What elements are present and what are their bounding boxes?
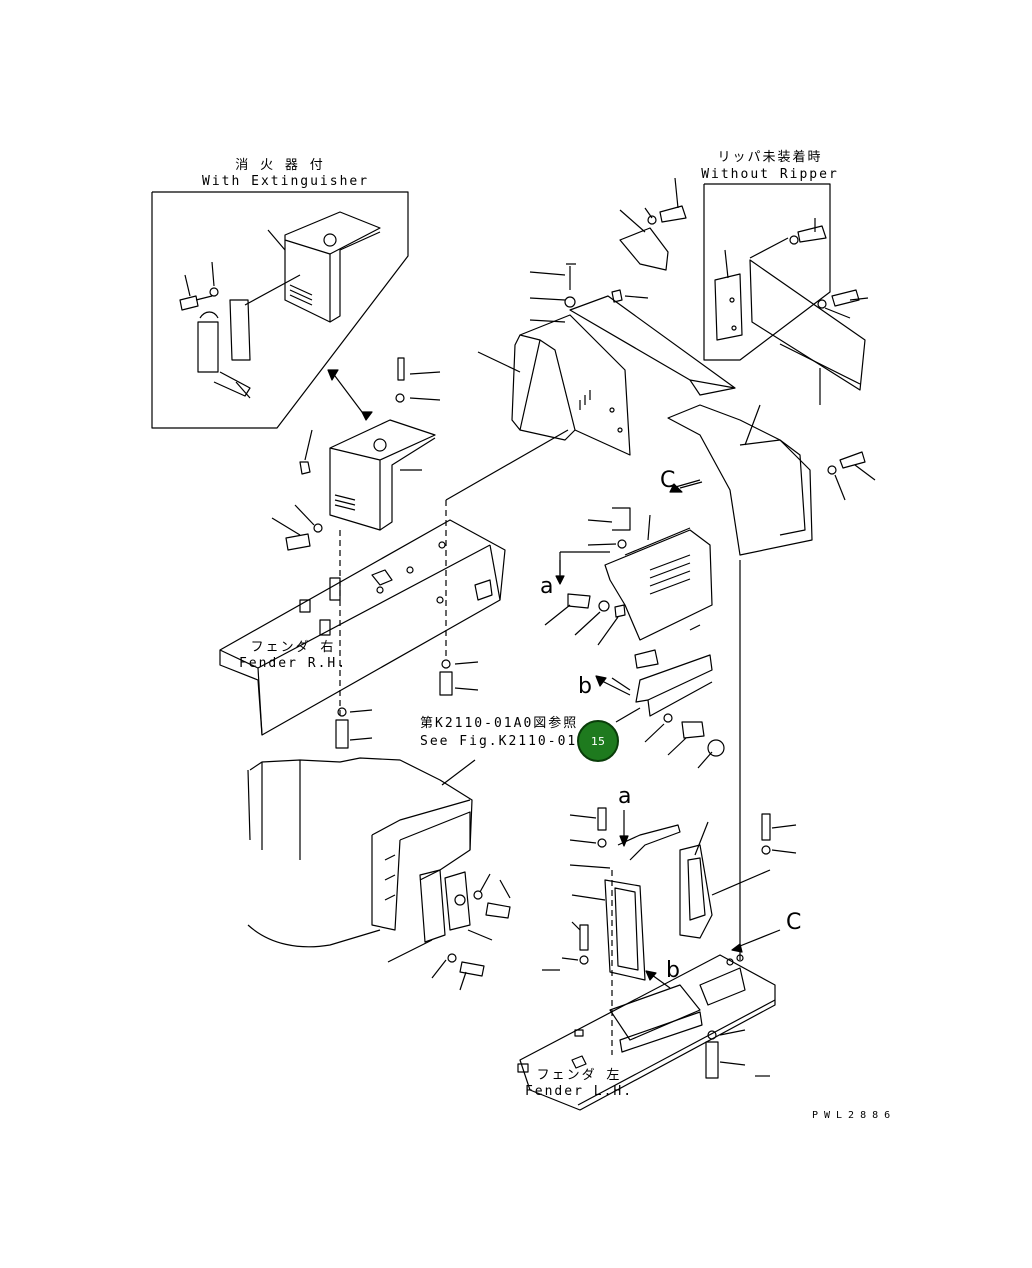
ref-letter-a-bottom: a bbox=[618, 784, 632, 809]
ripper-inset bbox=[703, 183, 831, 361]
cab-frame bbox=[247, 757, 511, 991]
ref-letter-b-top: b bbox=[578, 674, 592, 699]
extinguisher-label-en: With Extinguisher bbox=[202, 174, 370, 189]
fender-lh-label-jp: フェンダ 左 bbox=[536, 1068, 622, 1083]
fender-lh bbox=[517, 560, 797, 1111]
side-cover bbox=[611, 654, 725, 769]
ref-letter-a-top: a bbox=[540, 574, 554, 599]
fender-lh-label-en: Fender L.H. bbox=[524, 1084, 634, 1099]
upper-bracket bbox=[477, 177, 736, 456]
extinguisher-bracket bbox=[271, 357, 441, 551]
fender-rh-label-en: Fender R.H. bbox=[238, 656, 348, 671]
ref-letter-c-top: C bbox=[660, 468, 676, 493]
reference-label-en: See Fig.K2110-01A0 bbox=[420, 734, 597, 749]
console-panel bbox=[544, 507, 713, 669]
fender-rh-label-jp: フェンダ 右 bbox=[250, 640, 336, 655]
ref-letter-c-bottom: C bbox=[786, 910, 802, 935]
extinguisher-inset bbox=[151, 191, 409, 429]
ripper-label-en: Without Ripper bbox=[701, 167, 839, 182]
extinguisher-label-jp: 消 火 器 付 bbox=[235, 158, 325, 173]
ref-letter-b-bottom: b bbox=[666, 958, 680, 983]
fender-rh bbox=[219, 429, 569, 749]
part-callout-15[interactable]: 15 bbox=[577, 720, 619, 762]
drawing-number: PWL2886 bbox=[812, 1110, 897, 1121]
reference-arrows bbox=[555, 479, 781, 989]
reference-label-jp: 第K2110-01A0図参照 bbox=[420, 716, 579, 731]
ripper-label-jp: リッパ未装着時 bbox=[717, 150, 823, 165]
right-guard bbox=[667, 259, 876, 556]
